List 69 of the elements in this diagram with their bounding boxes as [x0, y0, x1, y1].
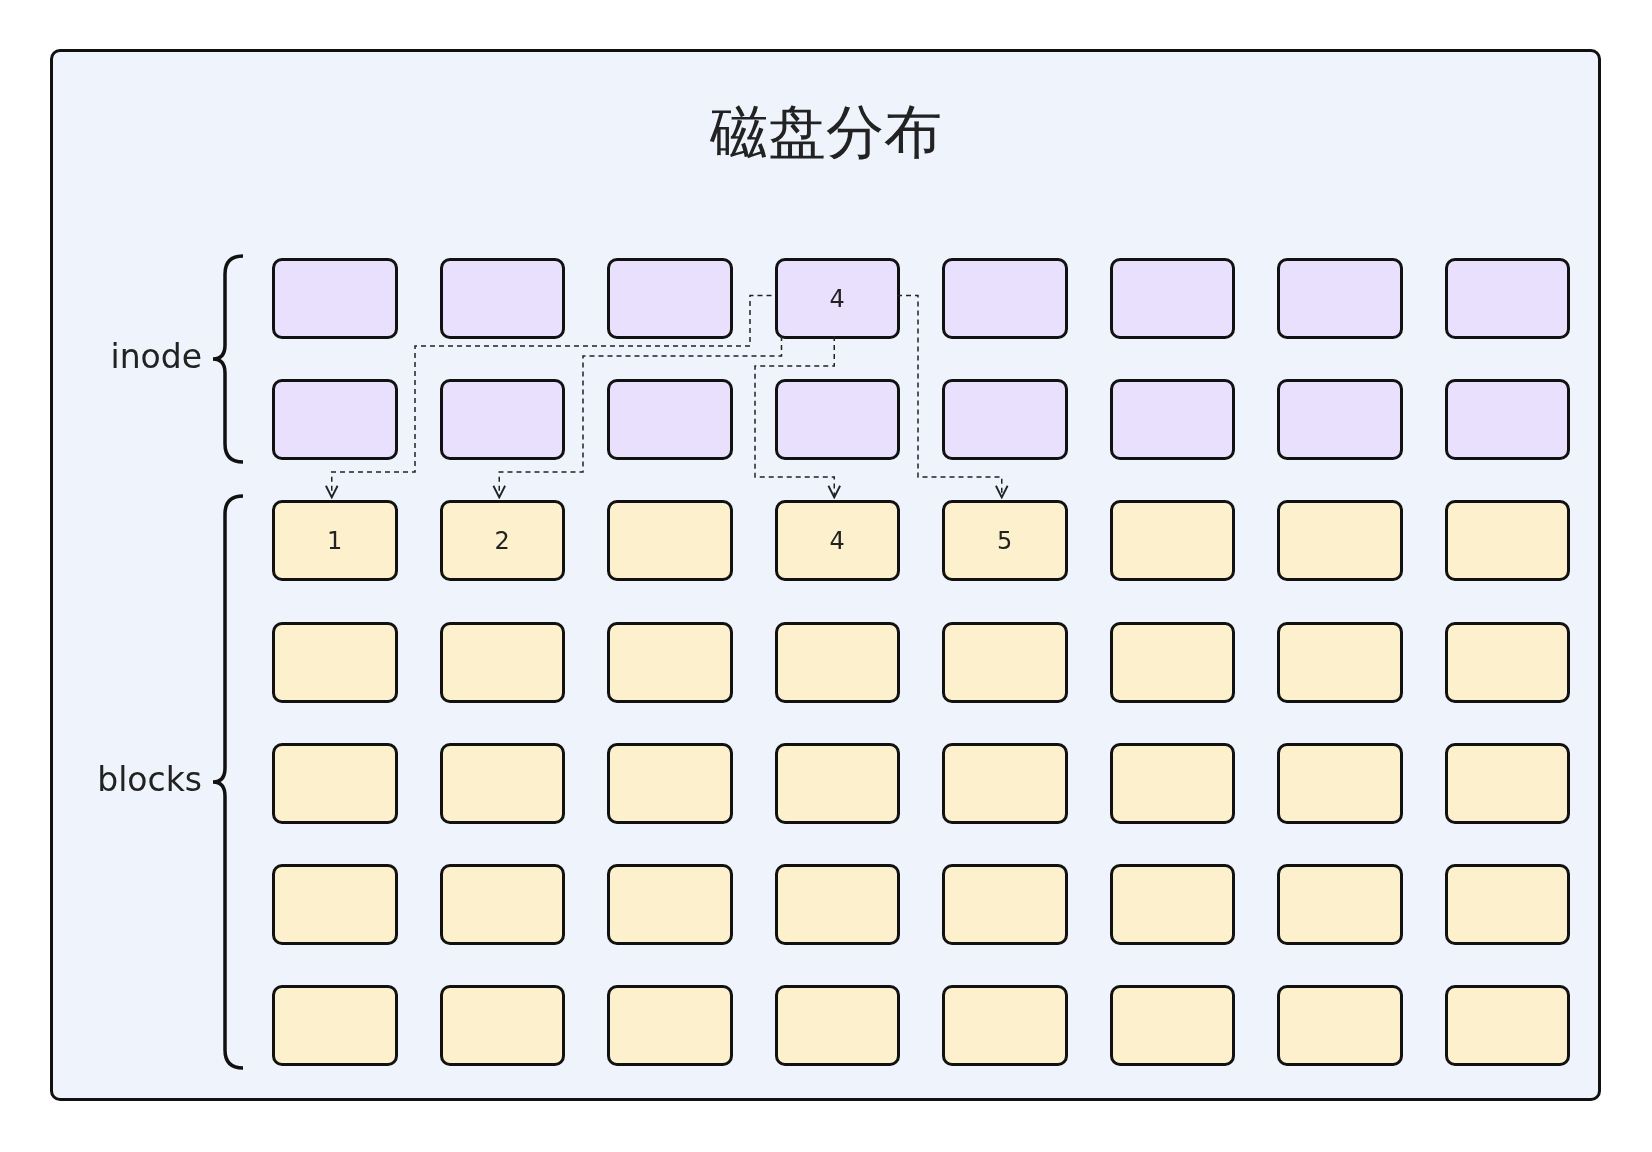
- inode-box: [607, 258, 733, 339]
- inode-box: [1109, 379, 1235, 461]
- block-box: [942, 500, 1068, 582]
- block-box: [439, 500, 565, 582]
- inode-box: [774, 258, 900, 339]
- block-box: [1109, 621, 1235, 703]
- block-box: [607, 985, 733, 1067]
- block-box: [942, 864, 1068, 945]
- diagram-panel: [50, 49, 1601, 1101]
- block-box: [439, 742, 565, 824]
- inode-box: [272, 258, 398, 339]
- block-box: [774, 985, 900, 1067]
- block-box: [272, 742, 398, 824]
- block-box: [439, 985, 565, 1067]
- block-box: [1444, 500, 1570, 582]
- inode-box: [439, 258, 565, 339]
- block-box: [1277, 500, 1403, 582]
- box-number: 4: [829, 284, 845, 313]
- block-box: [607, 864, 733, 945]
- inode-box: [1444, 258, 1570, 339]
- block-box: [607, 742, 733, 824]
- inode-box: [942, 379, 1068, 461]
- block-box: [774, 621, 900, 703]
- block-box: [1444, 742, 1570, 824]
- group-label: blocks: [97, 760, 202, 799]
- inode-box: [774, 379, 900, 461]
- dashed-arrow: [754, 335, 841, 499]
- inode-box: [1109, 258, 1235, 339]
- inode-box: [439, 379, 565, 461]
- block-box: [942, 985, 1068, 1067]
- dashed-arrow: [325, 294, 773, 499]
- block-box: [272, 985, 398, 1067]
- block-box: [1109, 500, 1235, 582]
- block-box: [439, 864, 565, 945]
- block-box: [1277, 864, 1403, 945]
- block-box: [942, 621, 1068, 703]
- dashed-arrow: [492, 335, 783, 499]
- box-number: 4: [829, 526, 845, 555]
- block-box: [774, 864, 900, 945]
- block-box: [1444, 621, 1570, 703]
- block-box: [774, 500, 900, 582]
- block-box: [1109, 742, 1235, 824]
- block-box: [1444, 985, 1570, 1067]
- block-box: [1109, 985, 1235, 1067]
- block-box: [607, 500, 733, 582]
- inode-box: [1277, 379, 1403, 461]
- block-box: [1444, 864, 1570, 945]
- block-box: [607, 621, 733, 703]
- panel-heading: 磁盘分布: [708, 97, 943, 168]
- box-number: 1: [327, 526, 343, 555]
- group-label: inode: [110, 337, 202, 376]
- block-box: [272, 621, 398, 703]
- inode-box: [1444, 379, 1570, 461]
- inode-box: [1277, 258, 1403, 339]
- block-box: [774, 742, 900, 824]
- block-box: [1277, 985, 1403, 1067]
- inode-box: [272, 379, 398, 461]
- inode-box: [607, 379, 733, 461]
- block-box: [1109, 864, 1235, 945]
- inode-box: [942, 258, 1068, 339]
- block-box: [1277, 742, 1403, 824]
- block-box: [439, 621, 565, 703]
- block-box: [272, 864, 398, 945]
- box-number: 2: [494, 526, 510, 555]
- block-box: [1277, 621, 1403, 703]
- box-number: 5: [997, 526, 1013, 555]
- block-box: [272, 500, 398, 582]
- dashed-arrow: [896, 294, 1009, 499]
- block-box: [942, 742, 1068, 824]
